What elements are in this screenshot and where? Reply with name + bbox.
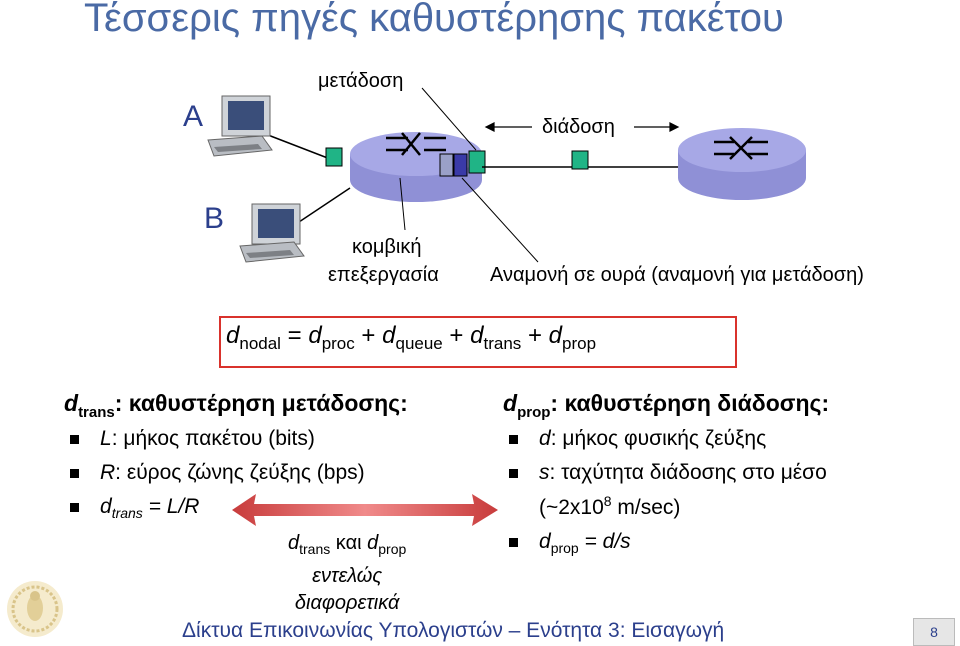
- queued-packet: [469, 151, 485, 173]
- sub: trans: [112, 505, 143, 521]
- label-transmission: μετάδοση: [318, 70, 403, 93]
- text: : μήκος φυσικής ζεύξης: [551, 427, 767, 450]
- label-queueing: Αναμονή σε ουρά (αναμονή για μετάδοση): [490, 264, 864, 287]
- formula-sub: prop: [562, 334, 596, 353]
- trans-delay-heading: dtrans: καθυστέρηση μετάδοσης:: [64, 390, 408, 421]
- note-line1: dtrans και dprop: [288, 530, 406, 563]
- text: : ταχύτητα διάδοσης στο μέσο: [550, 461, 827, 484]
- formula-d: d: [308, 322, 321, 349]
- host-a-label: A: [183, 100, 203, 134]
- list-item: R: εύρος ζώνης ζεύξης (bps): [66, 457, 365, 489]
- note-and: και: [330, 532, 367, 554]
- formula-d: d: [382, 322, 395, 349]
- var: d: [100, 495, 112, 518]
- sup: 8: [604, 493, 612, 509]
- note-d: d: [288, 532, 299, 554]
- var: L: [100, 427, 112, 450]
- heading-text: : καθυστέρηση διάδοσης:: [550, 390, 829, 416]
- host-b-computer-icon: [240, 204, 304, 262]
- label-processing-line2: επεξεργασία: [328, 264, 439, 287]
- formula-sub: proc: [322, 334, 355, 353]
- router-right: [678, 128, 806, 200]
- label-propagation: διάδοση: [542, 116, 615, 139]
- footer-text: Δίκτυα Επικοινωνίας Υπολογιστών – Ενότητ…: [182, 619, 724, 643]
- note-sub: prop: [378, 541, 406, 557]
- formula-sub: trans: [483, 334, 521, 353]
- formula-op: +: [443, 322, 470, 349]
- heading-d: d: [503, 390, 517, 416]
- host-a-computer-icon: [208, 96, 272, 156]
- label-processing-line1: κομβική: [352, 236, 421, 259]
- queued-packet: [454, 154, 467, 176]
- var: s: [539, 461, 550, 484]
- note-d: d: [367, 532, 378, 554]
- var: d: [539, 427, 551, 450]
- list-item-continuation: (~2x108 m/sec): [505, 485, 827, 524]
- formula-d: d: [226, 322, 239, 349]
- note-sub: trans: [299, 541, 330, 557]
- packet: [326, 148, 342, 166]
- nodal-delay-formula: dnodal = dproc + dqueue + dtrans + dprop: [226, 322, 596, 354]
- prop-delay-heading: dprop: καθυστέρηση διάδοσης:: [503, 390, 829, 421]
- heading-d: d: [64, 390, 78, 416]
- prop-delay-list: d: μήκος φυσικής ζεύξης s: ταχύτητα διάδ…: [505, 423, 827, 564]
- heading-text: : καθυστέρηση μετάδοσης:: [115, 390, 408, 416]
- formula-d: d: [470, 322, 483, 349]
- note-line3: διαφορετικά: [288, 590, 406, 617]
- text: = L/R: [143, 495, 200, 518]
- text: m/sec): [612, 496, 681, 519]
- list-item: d: μήκος φυσικής ζεύξης: [505, 423, 827, 455]
- text: : εύρος ζώνης ζεύξης (bps): [115, 461, 364, 484]
- text: : μήκος πακέτου (bits): [112, 427, 315, 450]
- host-b-label: B: [204, 202, 224, 236]
- formula-sub: queue: [395, 334, 442, 353]
- formula-op: +: [521, 322, 548, 349]
- heading-sub: trans: [78, 404, 115, 421]
- formula-d: d: [549, 322, 562, 349]
- var: R: [100, 461, 115, 484]
- formula-sub: nodal: [239, 334, 281, 353]
- formula-op: =: [281, 322, 308, 349]
- page-number: 8: [913, 618, 955, 646]
- heading-sub: prop: [517, 404, 550, 421]
- list-item: dprop = d/s: [505, 526, 827, 564]
- university-seal-icon: [4, 578, 66, 640]
- packet: [572, 151, 588, 169]
- queueing-pointer: [462, 178, 538, 262]
- list-item: L: μήκος πακέτου (bits): [66, 423, 365, 455]
- formula-op: +: [355, 322, 382, 349]
- difference-note: dtrans και dprop εντελώς διαφορετικά: [288, 530, 406, 617]
- sub: prop: [551, 540, 579, 556]
- var: d: [539, 530, 551, 553]
- text: (~2x10: [539, 496, 604, 519]
- text: = d/s: [579, 530, 631, 553]
- queued-packet: [440, 154, 453, 176]
- network-diagram: [0, 0, 960, 300]
- note-line2: εντελώς: [288, 563, 406, 590]
